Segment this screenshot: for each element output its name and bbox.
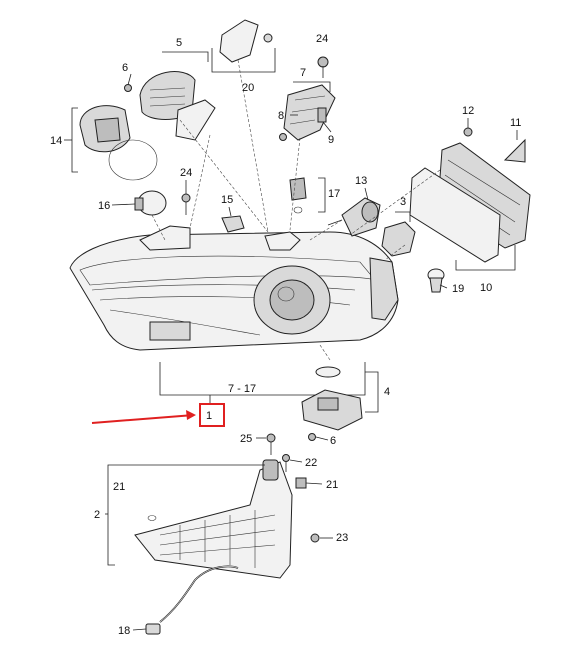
label-25: 25: [240, 433, 252, 445]
pointer-lines: [64, 73, 518, 631]
label-24-top: 24: [316, 33, 328, 45]
label-10: 10: [480, 282, 492, 294]
part-19-cap: [427, 268, 445, 293]
label-20: 20: [242, 82, 254, 94]
part-3-igniter: [381, 211, 416, 257]
label-9: 9: [328, 134, 334, 146]
gasket: [175, 99, 216, 141]
part-14-cover: [71, 105, 158, 181]
label-22: 22: [305, 457, 317, 469]
label-24-left: 24: [180, 167, 192, 179]
label-14: 14: [50, 135, 62, 147]
label-7: 7: [300, 67, 306, 79]
screw-6-lower: [308, 433, 316, 441]
label-16: 16: [98, 200, 110, 212]
label-5: 5: [176, 37, 182, 49]
label-21-right: 21: [326, 479, 338, 491]
label-21-left: 21: [113, 481, 125, 493]
label-23: 23: [336, 532, 348, 544]
headlight-housing: [69, 225, 399, 351]
label-6-top: 6: [122, 62, 128, 74]
label-12: 12: [462, 105, 474, 117]
part-7-bracket: [279, 81, 336, 141]
label-8: 8: [278, 110, 284, 122]
label-19: 19: [452, 283, 464, 295]
highlight-arrow: [91, 410, 196, 424]
leader-lines: [151, 59, 441, 361]
label-11: 11: [510, 117, 521, 129]
part-11-warning-label: [503, 138, 526, 163]
label-4: 4: [384, 386, 390, 398]
label-range-7-17: 7 - 17: [228, 383, 256, 395]
part-labels: 1 7 - 17 2 3 4 5 6 6 7 8 9 10 11 12 13 1…: [50, 33, 521, 637]
label-6-bottom: 6: [330, 435, 336, 447]
screw-22: [282, 454, 290, 472]
part-2-mounting-bracket: [107, 459, 293, 579]
part-15-connector: [221, 215, 245, 233]
label-13: 13: [355, 175, 367, 187]
part-10-cover: [409, 142, 531, 271]
part-18-sensor: [145, 565, 239, 635]
label-2: 2: [94, 509, 100, 521]
part-21-clip: [295, 477, 307, 489]
label-1: 1: [206, 410, 212, 422]
label-18: 18: [118, 625, 130, 637]
screw-24-top: [317, 56, 329, 78]
screw-25: [266, 433, 276, 455]
part-13-actuator: [327, 197, 381, 237]
part-20-bracket: [211, 19, 276, 73]
part-16-bulb: [134, 190, 167, 216]
screw-12: [463, 120, 473, 137]
part-4-control-unit: [301, 366, 379, 431]
highlight-box: [199, 403, 225, 427]
part-5-cover: [124, 51, 209, 120]
label-3: 3: [400, 196, 406, 208]
label-17: 17: [328, 188, 340, 200]
label-15: 15: [221, 194, 233, 206]
screw-24-left: [181, 193, 191, 215]
screw-23: [310, 533, 320, 543]
